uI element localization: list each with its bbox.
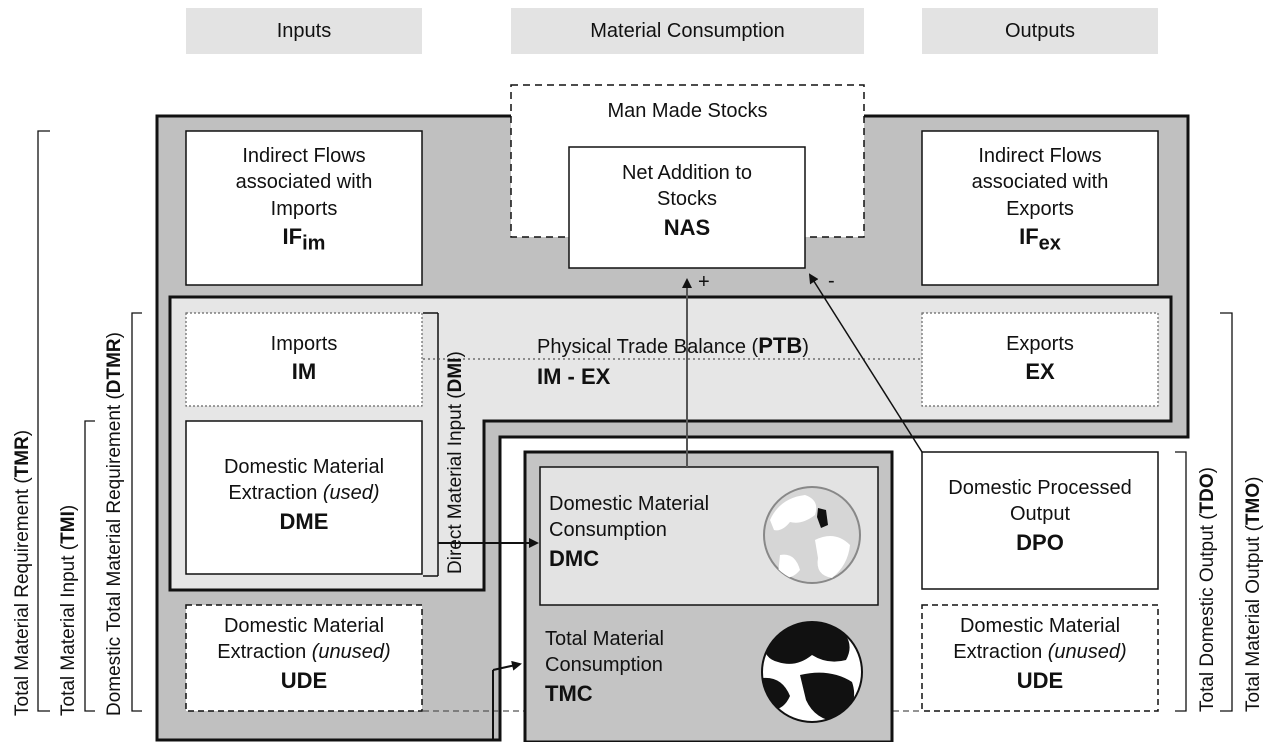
dmi-label: Direct Material Input (DMI) [445,351,466,574]
tmr-label: Total Material Requirement (TMR) [12,429,33,716]
tdo-label: Total Domestic Output (TDO) [1197,467,1218,712]
bracket-dtmr [131,312,142,712]
ude-right-abbr: UDE [1016,667,1064,693]
plus-sign: + [698,271,710,293]
exports-text: Exports [1006,333,1074,355]
if-exports-line1: Indirect Flows [978,145,1102,167]
ude-right-box [921,604,1159,712]
ude-left-abbr: UDE [280,667,328,693]
imports-abbr: IM [291,359,317,385]
if-exports-label: Indirect Flows associated with Exports I… [922,143,1158,257]
if-imports-line2: associated with [235,171,373,194]
if-exports-line2: associated with [971,171,1109,194]
man-made-stocks-title: Man Made Stocks [607,100,768,122]
dme-label: Domestic Material Extraction (used) DME [186,454,422,536]
nas-label: Net Addition to Stocks NAS [569,160,805,242]
ptb-label: Physical Trade Balance (PTB) [537,333,809,358]
minus-sign: - [828,270,835,292]
tmc-label: Total Material Consumption TMC [545,626,745,708]
if-exports-line3: Exports [1006,197,1074,220]
dpo-to-nas-arrow [808,273,923,453]
tmo-label: Total Material Output (TMO) [1243,476,1264,712]
if-imports-label: Indirect Flows associated with Imports I… [186,143,422,257]
dpo-label: Domestic Processed Output DPO [922,475,1158,557]
globe-icon-dark [761,621,863,723]
nas-line1: Net Addition to [621,162,753,184]
bracket-tmo [1220,312,1233,712]
dpo-abbr: DPO [1016,529,1064,555]
tmi-label: Total Material Input (TMI) [58,504,79,716]
nas-line2: Stocks [656,188,718,211]
imports-box [185,312,423,407]
imports-label: Imports IM [186,331,422,386]
if-imports-line1: Indirect Flows [242,145,366,167]
dpo-box [921,451,1159,590]
header-outputs: Outputs [922,8,1158,54]
if-exports-box [921,130,1159,286]
ude-to-tmc-arrow [492,660,522,671]
exports-label: Exports EX [922,331,1158,386]
dtmr-label: Domestic Total Material Requirement (DTM… [104,332,125,716]
bracket-tmr [37,130,50,712]
tmc-abbr: TMC [545,680,593,706]
nas-abbr: NAS [663,214,711,240]
dmc-abbr: DMC [549,545,600,571]
exports-abbr: EX [1025,359,1055,385]
if-exports-abbr: IFex [1019,224,1061,255]
globe-icon-light [763,486,861,584]
ptb-formula: IM - EX [537,364,611,389]
dme-box [185,420,423,575]
if-imports-line3: Imports [270,197,338,220]
ude-left-box [185,604,423,712]
header-material-consumption: Material Consumption [511,8,864,54]
if-imports-abbr: IFim [282,224,326,255]
ude-left-label: Domestic Material Extraction (unused) UD… [186,613,422,695]
ude-right-label: Domestic Material Extraction (unused) UD… [922,613,1158,695]
header-inputs: Inputs [186,8,422,54]
nas-box [568,146,806,269]
imports-text: Imports [270,333,338,355]
dme-abbr: DME [279,508,329,534]
bracket-tmi [84,420,95,712]
bracket-tdo [1175,451,1187,712]
exports-box [921,312,1159,407]
dmc-label: Domestic Material Consumption DMC [549,491,759,573]
if-imports-box [185,130,423,286]
